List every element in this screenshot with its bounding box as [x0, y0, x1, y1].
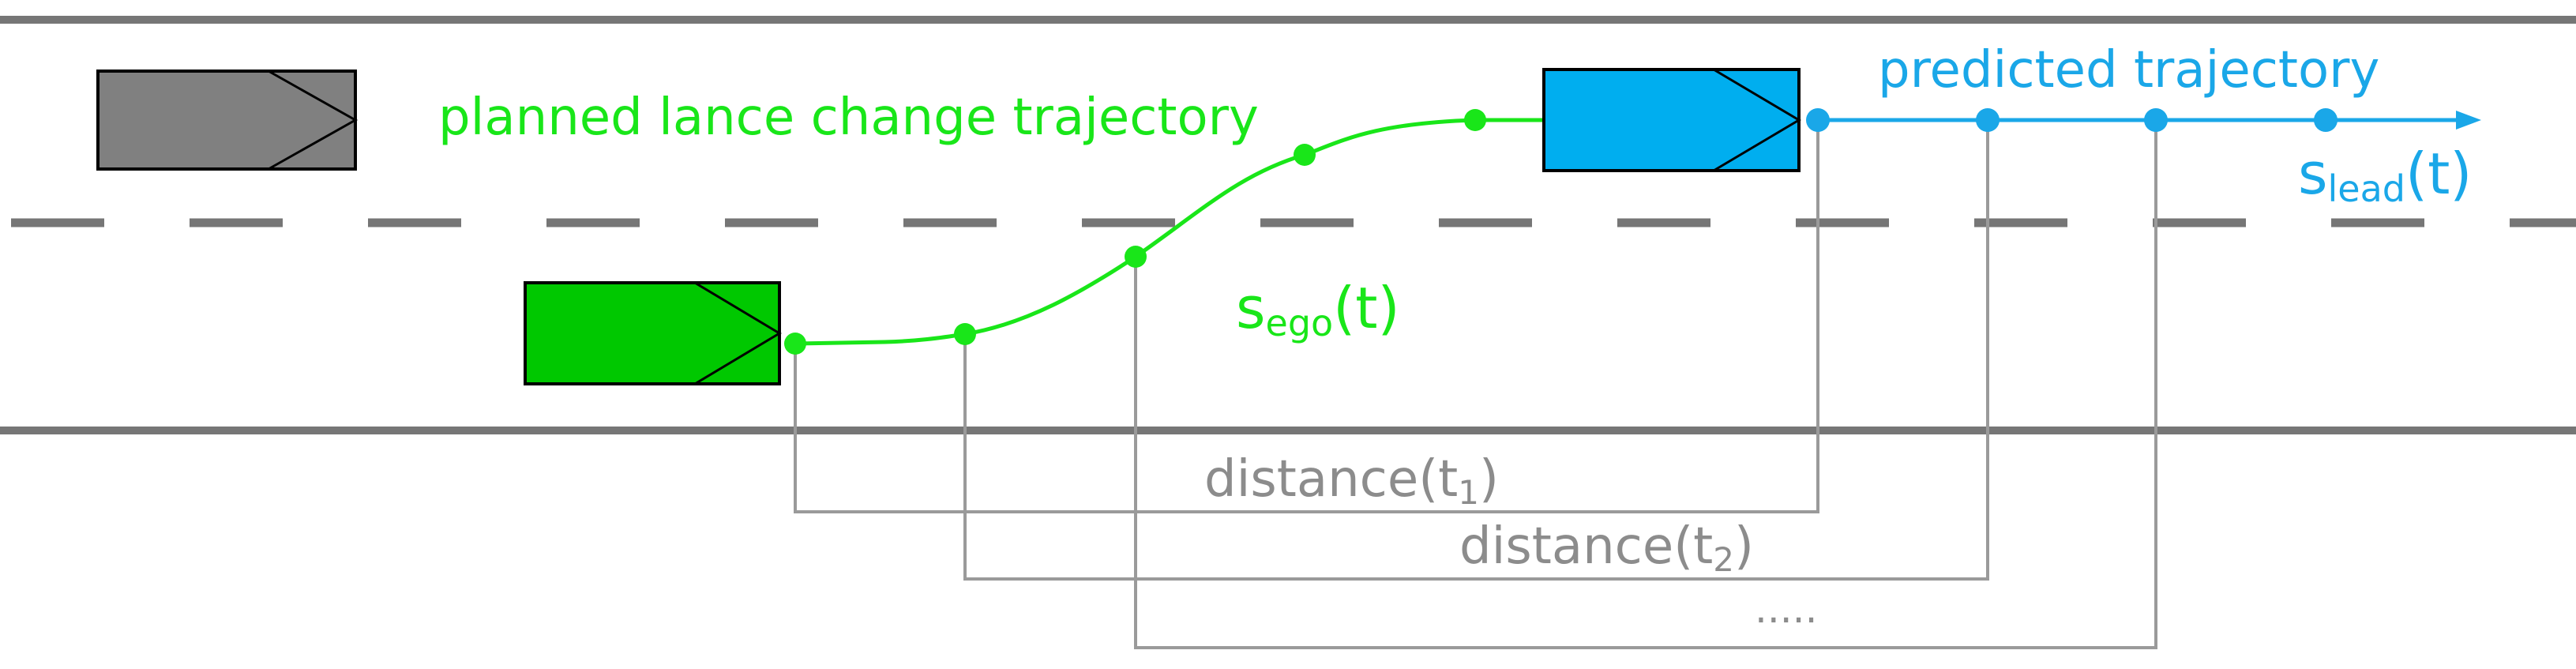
- distance-bracket-2: [963, 126, 1989, 581]
- ego-point-4: [1294, 144, 1316, 166]
- ego-point-3: [1125, 246, 1147, 268]
- predicted-trajectory-arrowhead: [2456, 111, 2481, 130]
- s-ego-base: s: [1236, 275, 1266, 341]
- distance-1-sub: 1: [1458, 473, 1479, 512]
- distance-1-label: distance(t1): [1204, 450, 1499, 512]
- distance-2-tail: ): [1734, 517, 1754, 576]
- predicted-trajectory-points: [1806, 108, 2338, 132]
- distance-2-base: distance(t: [1459, 517, 1713, 576]
- distance-1-tail: ): [1479, 450, 1499, 509]
- lead-car: [1542, 68, 1801, 172]
- distance-2-sub: 2: [1713, 540, 1734, 579]
- planned-trajectory-label: planned lance change trajectory: [438, 88, 1259, 147]
- s-lead-label: slead(t): [2298, 141, 2472, 210]
- distance-2-label: distance(t2): [1459, 517, 1754, 579]
- predicted-trajectory-label: predicted trajectory: [1878, 41, 2379, 100]
- distance-bracket-1: [794, 126, 1819, 513]
- ellipsis-label: .....: [1755, 586, 1817, 632]
- s-lead-base: s: [2298, 141, 2328, 207]
- lead-point-2: [1976, 108, 2000, 132]
- planned-trajectory-curve: [794, 118, 1548, 346]
- s-ego-sub: ego: [1266, 302, 1334, 344]
- planned-trajectory-points: [784, 109, 1486, 355]
- s-lead-tail: (t): [2405, 141, 2472, 207]
- s-lead-sub: lead: [2328, 167, 2405, 210]
- other-car: [96, 70, 359, 171]
- s-ego-tail: (t): [1333, 275, 1399, 341]
- ego-point-2: [954, 323, 976, 345]
- lead-point-3: [2144, 108, 2168, 132]
- s-ego-label: sego(t): [1236, 275, 1400, 344]
- distance-bracket-3: [1134, 126, 2157, 649]
- lead-point-1: [1806, 108, 1830, 132]
- ego-point-1: [784, 333, 806, 355]
- ego-point-5: [1464, 109, 1486, 131]
- distance-1-base: distance(t: [1204, 450, 1458, 509]
- lead-point-4: [2314, 108, 2338, 132]
- ego-car: [524, 281, 782, 385]
